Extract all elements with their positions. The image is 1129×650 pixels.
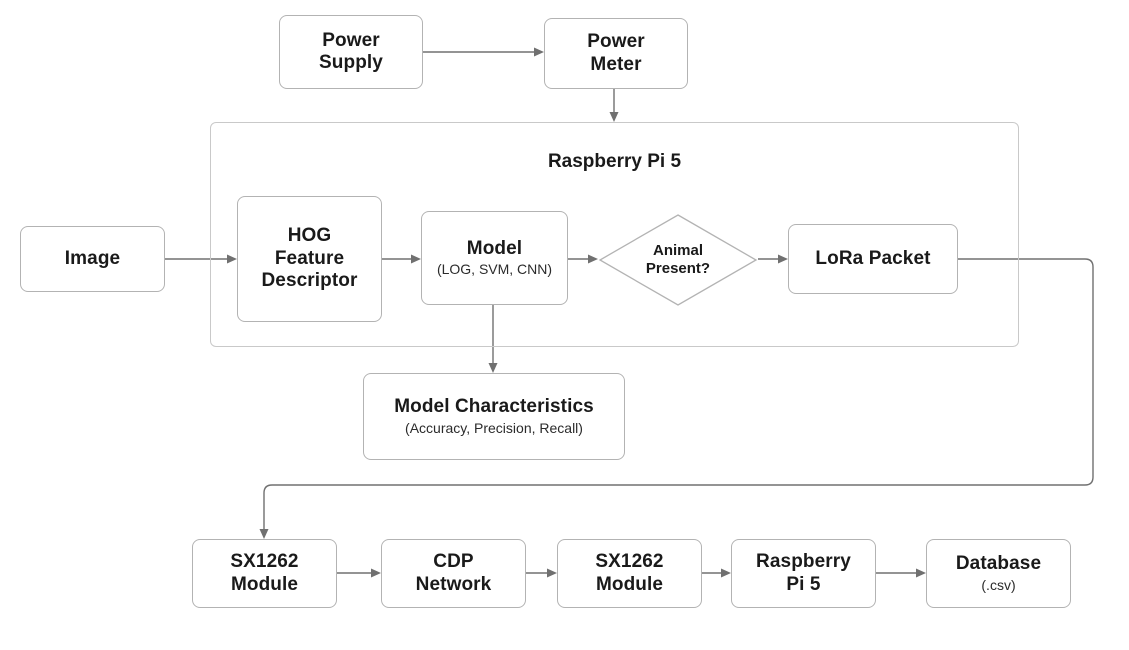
node-model-characteristics[interactable]: Model Characteristics (Accuracy, Precisi… xyxy=(363,373,625,460)
node-sx1262-module-transmitter[interactable]: SX1262 Module xyxy=(192,539,337,608)
connector-sx1262-b-to-raspberry-pi-5 xyxy=(702,568,731,578)
node-power-meter-line1: Power xyxy=(587,31,645,53)
connector-sx1262-a-to-cdp-network xyxy=(337,568,381,578)
node-model-label: Model xyxy=(466,237,523,259)
node-model-characteristics-label: Model Characteristics xyxy=(394,396,594,418)
connector-power-meter-to-raspberry-pi-group xyxy=(609,89,619,122)
node-decision-animal-present[interactable]: Animal Present? xyxy=(598,213,758,307)
node-cdp-network[interactable]: CDP Network xyxy=(381,539,526,608)
node-lora-packet[interactable]: LoRa Packet xyxy=(788,224,958,294)
connector-power-supply-to-power-meter xyxy=(423,47,544,57)
node-hog-line3: Descriptor xyxy=(261,270,358,292)
node-raspberry-pi-5-line1: Raspberry xyxy=(756,551,851,573)
node-power-meter-line2: Meter xyxy=(590,53,642,75)
node-database[interactable]: Database (.csv) xyxy=(926,539,1071,608)
node-cdp-network-line2: Network xyxy=(415,573,492,595)
node-image[interactable]: Image xyxy=(20,226,165,292)
node-raspberry-pi-5-gateway[interactable]: Raspberry Pi 5 xyxy=(731,539,876,608)
node-database-sublabel: (.csv) xyxy=(981,576,1016,593)
node-power-supply[interactable]: Power Supply xyxy=(279,15,423,89)
node-decision-line2: Present? xyxy=(645,260,711,277)
node-model[interactable]: Model (LOG, SVM, CNN) xyxy=(421,211,568,305)
diamond-shape xyxy=(598,214,758,306)
node-power-supply-line1: Power xyxy=(322,29,380,51)
node-sx1262-b-line2: Module xyxy=(595,573,664,595)
node-power-supply-line2: Supply xyxy=(319,52,383,73)
node-sx1262-module-receiver[interactable]: SX1262 Module xyxy=(557,539,702,608)
node-hog-line2: Feature xyxy=(274,247,345,269)
group-raspberry-pi-5-label: Raspberry Pi 5 xyxy=(547,151,682,172)
node-database-label: Database xyxy=(955,553,1042,575)
connector-cdp-network-to-sx1262-b xyxy=(526,568,557,578)
node-model-characteristics-sublabel: (Accuracy, Precision, Recall) xyxy=(405,419,583,436)
node-sx1262-b-line1: SX1262 xyxy=(595,551,664,573)
node-image-label: Image xyxy=(64,247,121,269)
group-raspberry-pi-5 xyxy=(210,122,1019,347)
node-sx1262-a-line2: Module xyxy=(230,573,299,595)
node-power-meter[interactable]: Power Meter xyxy=(544,18,688,89)
node-hog-feature-descriptor[interactable]: HOG Feature Descriptor xyxy=(237,196,382,322)
node-sx1262-a-line1: SX1262 xyxy=(230,551,299,573)
node-decision-line1: Animal xyxy=(652,242,703,260)
node-cdp-network-line1: CDP xyxy=(433,551,474,573)
node-raspberry-pi-5-line2: Pi 5 xyxy=(786,573,821,595)
node-model-sublabel: (LOG, SVM, CNN) xyxy=(436,261,553,278)
node-hog-line1: HOG xyxy=(287,225,332,247)
connector-raspberry-pi-5-to-database xyxy=(876,568,926,578)
node-lora-packet-label: LoRa Packet xyxy=(815,247,931,269)
